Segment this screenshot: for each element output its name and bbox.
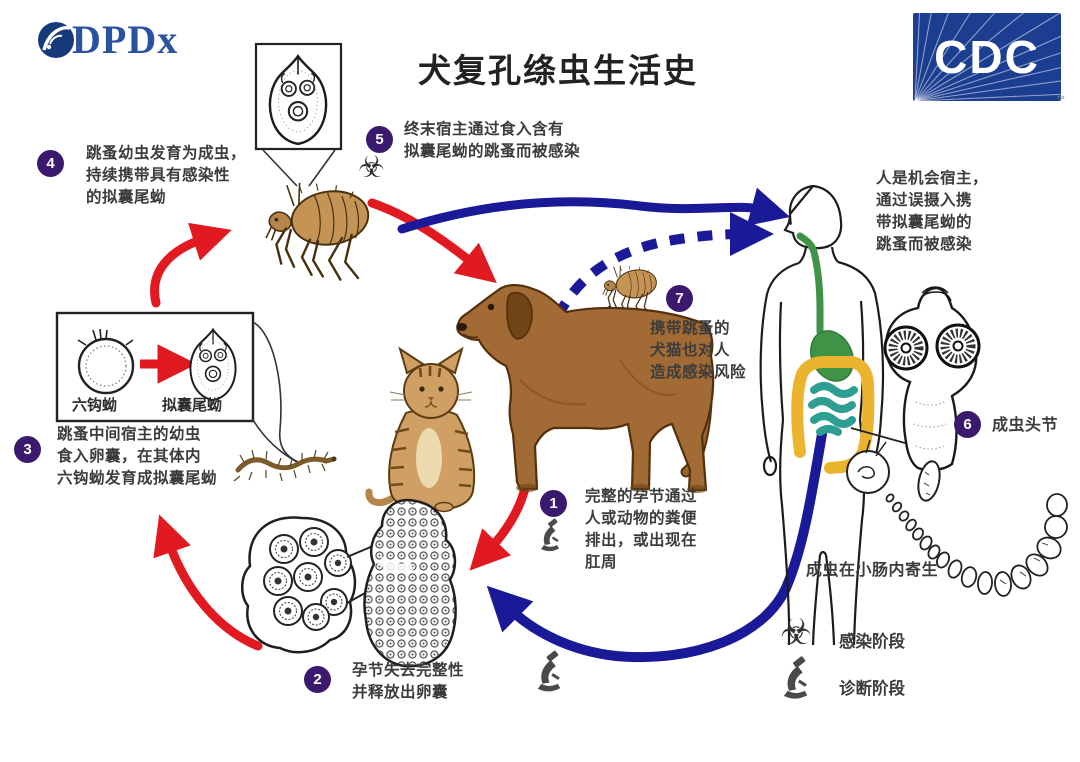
step-badge-2: 2 <box>304 666 331 693</box>
step-badge-5: 5 <box>366 126 393 153</box>
cdc-logo: CDC <box>913 0 1080 110</box>
dpdx-logo: DPDx <box>34 16 178 63</box>
red-arrow-larva-to-adult-flea <box>150 222 232 308</box>
step-note-5: 终末宿主通过食入含有 拟囊尾蚴的跳蚤而被感染 <box>404 121 581 160</box>
cat-illustration <box>365 346 476 513</box>
step-note-4: 跳蚤幼虫发育为成虫， 持续携带具有感染性 的拟囊尾蚴 <box>86 145 247 206</box>
step-note-6: 成虫头节 <box>992 417 1059 434</box>
step-badge-1: 1 <box>540 490 567 517</box>
step-badge-7: 7 <box>666 285 693 312</box>
dpdx-logo-icon <box>38 21 74 58</box>
cdc-logo-text: CDC <box>934 31 1040 83</box>
oncosphere-cysticercoid-box <box>55 311 299 463</box>
step-badge-4: 4 <box>37 150 64 177</box>
legend-diagnostic-label: 诊断阶段 <box>839 679 905 698</box>
egg-packet-illustration <box>241 516 357 654</box>
legend-infective-label: 感染阶段 <box>839 632 905 651</box>
step-note-1: 完整的孕节通过 人或动物的粪便 排出，或出现在 肛周 <box>585 488 698 571</box>
red-arrow-flea-to-dog <box>367 198 497 284</box>
microscope-icon <box>539 516 561 553</box>
cysticercoid-label: 拟囊尾蚴 <box>162 398 223 414</box>
biohazard-icon: ☣ <box>358 150 385 185</box>
blue-arrow-dashed-petflea-to-human <box>553 212 775 319</box>
human-host-note: 人是机会宿主， 通过误摄入携 带拟囊尾蚴的 跳蚤而被感染 <box>876 170 989 253</box>
microscope-icon <box>782 654 809 701</box>
step-note-3: 跳蚤中间宿主的幼虫 食入卵囊，在其体内 六钩蚴发育成拟囊尾蚴 <box>57 426 218 487</box>
step-note-7: 携带跳蚤的 犬猫也对人 造成感染风险 <box>650 320 747 381</box>
dog-illustration <box>456 284 715 493</box>
step-badge-3: 3 <box>14 436 41 463</box>
adult-location-note: 成虫在小肠内寄生 <box>806 562 939 579</box>
microscope-icon <box>536 648 562 693</box>
scolex-illustration <box>883 286 981 472</box>
step-note-2: 孕节失去完整性 并释放出卵囊 <box>352 662 465 701</box>
biohazard-icon: ☣ <box>780 612 813 653</box>
dpdx-logo-text: DPDx <box>72 17 179 62</box>
cdc-trademark: ™ <box>1056 94 1065 104</box>
proglottid-chain-illustration <box>846 439 1068 597</box>
blue-arrow-flea-to-human <box>397 187 791 234</box>
cysticercoid-inset-box <box>254 42 343 187</box>
page-title: 犬复孔绦虫生活史 <box>418 54 698 90</box>
step-badge-6: 6 <box>954 411 981 438</box>
gravid-proglottid-illustration <box>346 498 457 668</box>
flea-larva-illustration <box>233 449 337 482</box>
oncosphere-label: 六钩蚴 <box>72 398 118 414</box>
red-arrow-eggs-to-flea-larva <box>153 514 263 651</box>
blue-arrow-human-to-proglottid <box>486 429 827 663</box>
